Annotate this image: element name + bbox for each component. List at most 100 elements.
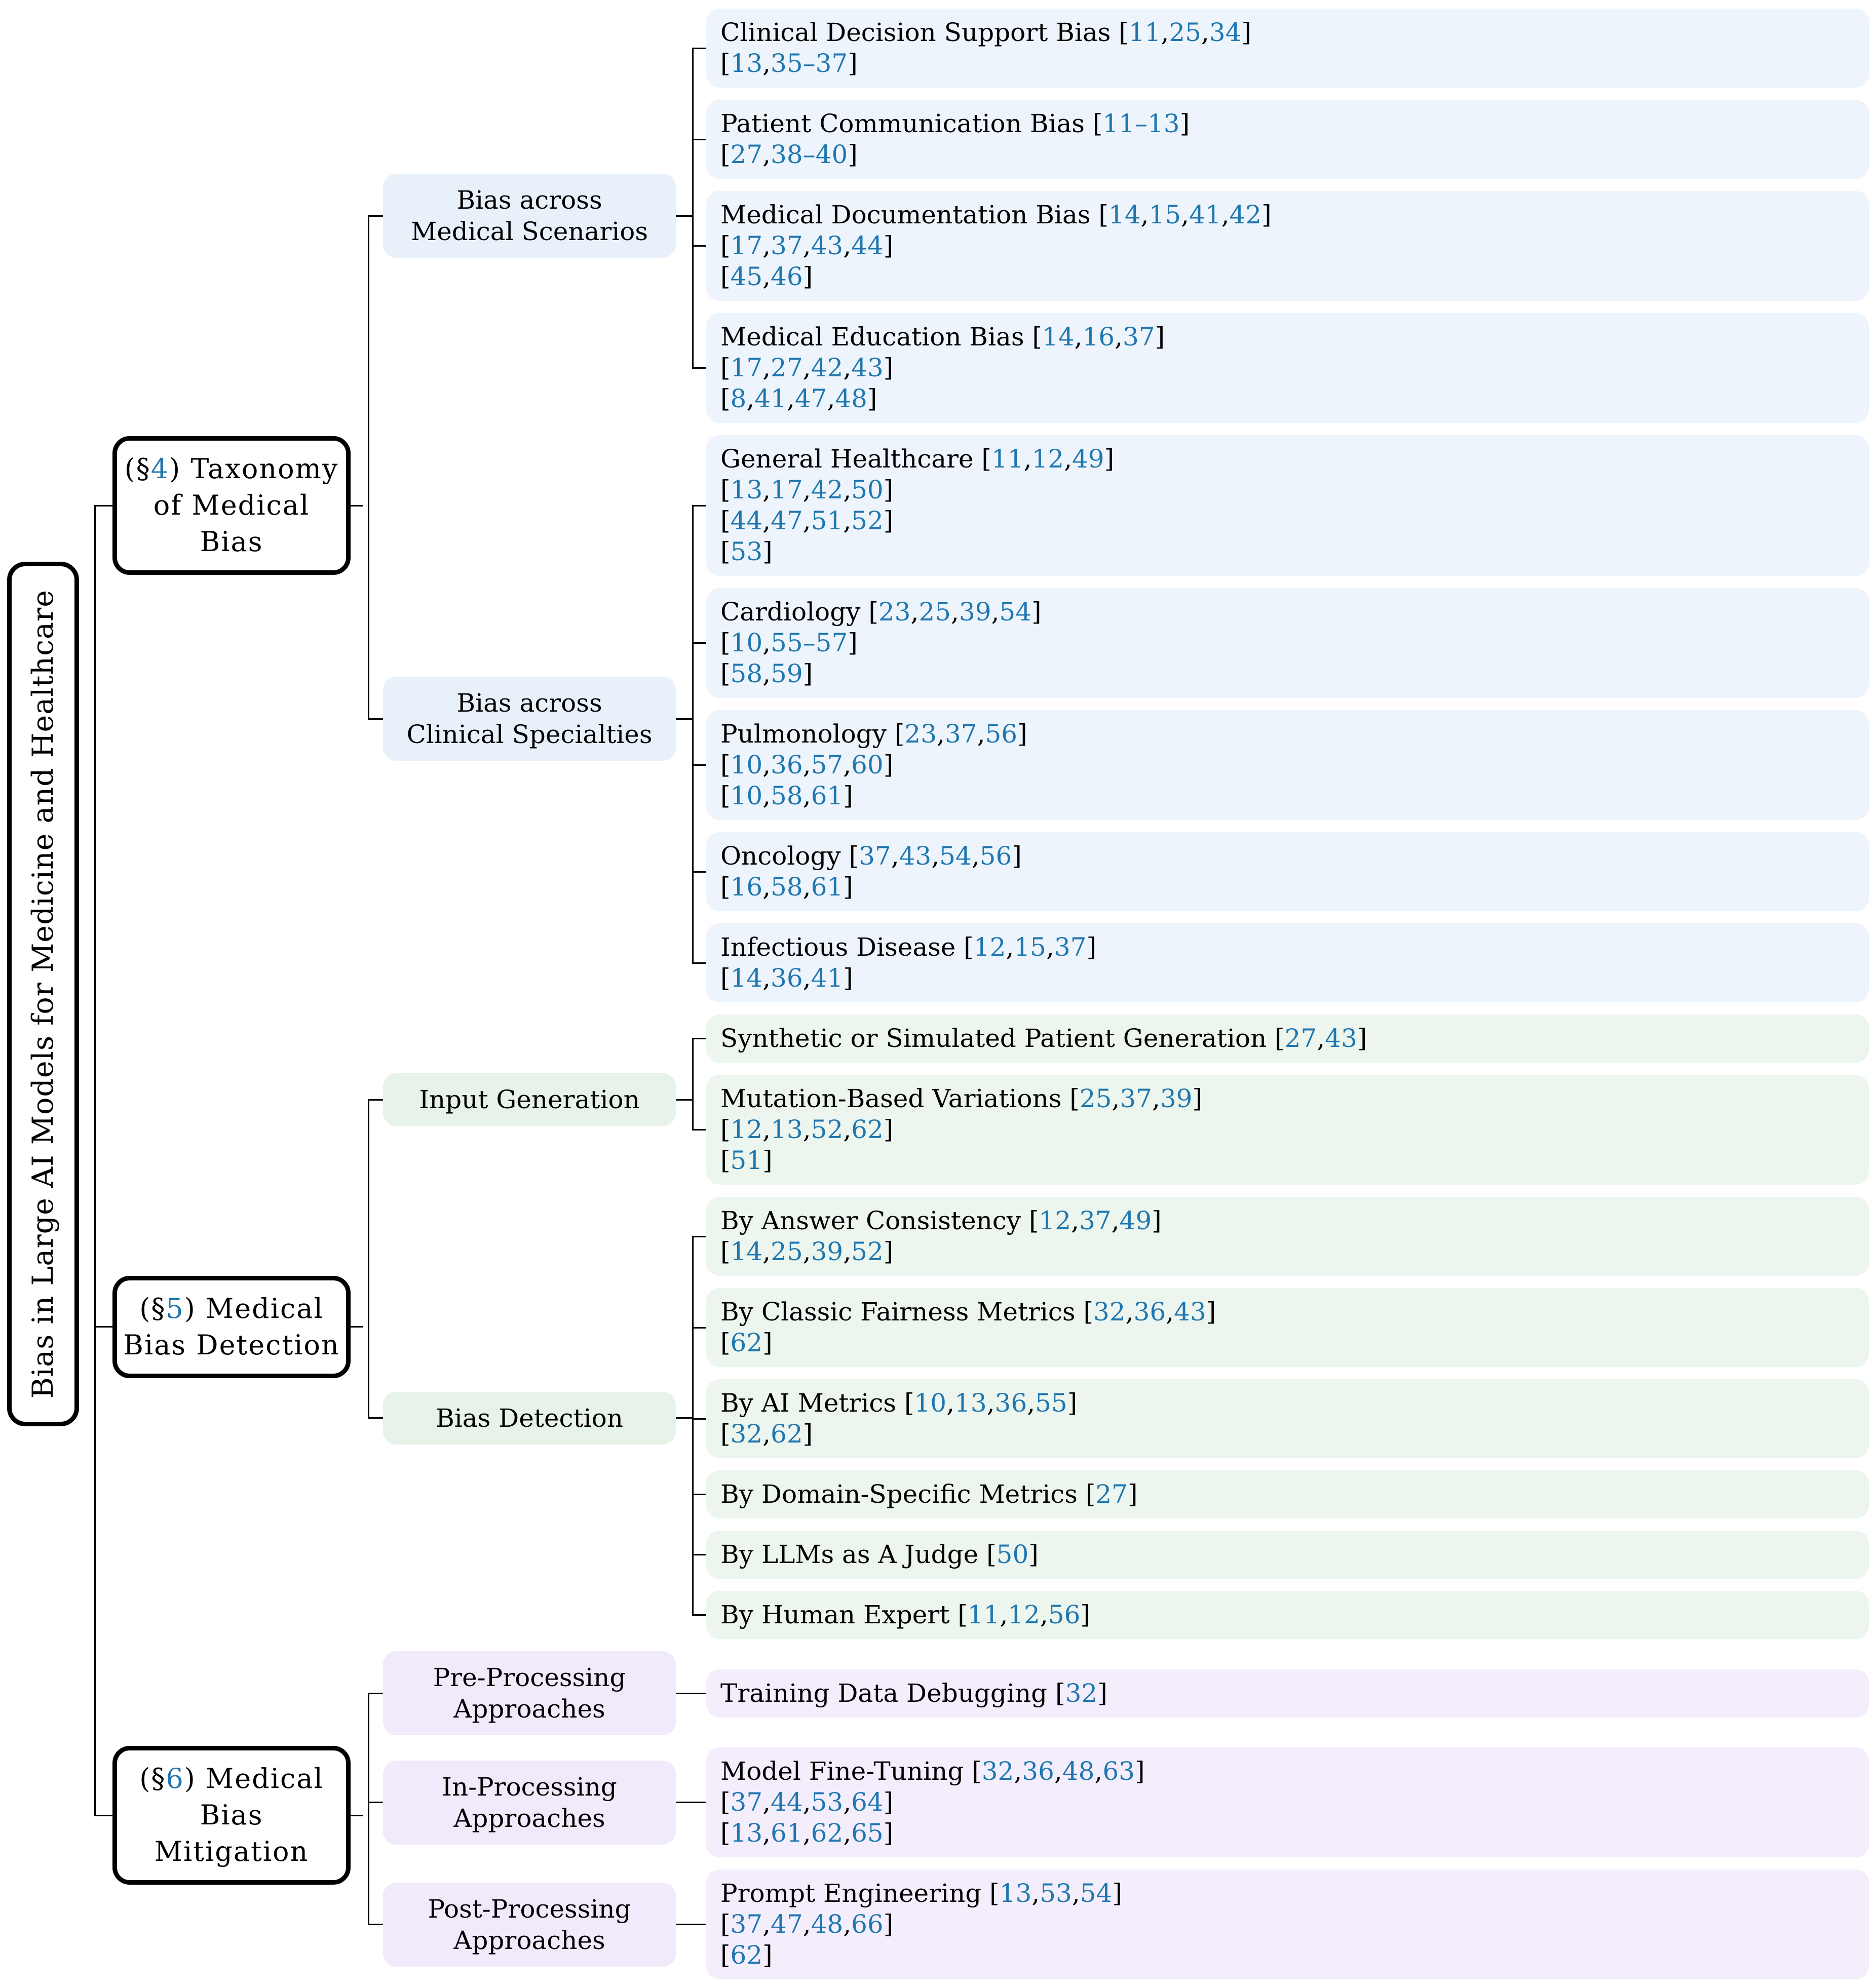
citation-link[interactable]: 51 bbox=[811, 506, 844, 535]
citation-link[interactable]: 12 bbox=[1039, 1206, 1072, 1235]
citation-link[interactable]: 37 bbox=[1122, 322, 1155, 352]
citation-link[interactable]: 23 bbox=[904, 719, 937, 749]
citation-link[interactable]: 39 bbox=[959, 597, 991, 627]
citation-link[interactable]: 14 bbox=[1108, 200, 1141, 229]
citation-link[interactable]: 43 bbox=[1174, 1297, 1206, 1327]
citation-link[interactable]: 41 bbox=[811, 963, 844, 993]
citation-link[interactable]: 52 bbox=[851, 1237, 884, 1266]
citation-link[interactable]: 13 bbox=[730, 49, 763, 78]
citation-link[interactable]: 54 bbox=[1080, 1879, 1113, 1908]
citation-link[interactable]: 53 bbox=[1040, 1879, 1072, 1908]
citation-link[interactable]: 17 bbox=[730, 353, 763, 382]
citation-link[interactable]: 10 bbox=[730, 781, 763, 810]
citation-link[interactable]: 39 bbox=[811, 1237, 844, 1266]
citation-link[interactable]: 32 bbox=[1065, 1678, 1098, 1708]
citation-link[interactable]: 44 bbox=[851, 231, 884, 260]
citation-link[interactable]: 58 bbox=[730, 659, 763, 688]
citation-link[interactable]: 37 bbox=[730, 1909, 763, 1939]
citation-link[interactable]: 32 bbox=[1093, 1297, 1126, 1327]
citation-link[interactable]: 10 bbox=[914, 1388, 947, 1418]
section-number-link[interactable]: 6 bbox=[166, 1763, 184, 1795]
citation-link[interactable]: 12 bbox=[1008, 1600, 1040, 1629]
citation-link[interactable]: 36 bbox=[1022, 1757, 1054, 1786]
citation-link[interactable]: 11 bbox=[991, 444, 1024, 474]
citation-link[interactable]: 12 bbox=[973, 932, 1006, 962]
citation-link[interactable]: 25 bbox=[919, 597, 951, 627]
citation-link[interactable]: 66 bbox=[851, 1909, 884, 1939]
citation-link[interactable]: 50 bbox=[996, 1540, 1029, 1569]
citation-link[interactable]: 62 bbox=[851, 1115, 884, 1144]
citation-link[interactable]: 49 bbox=[1119, 1206, 1152, 1235]
citation-link[interactable]: 65 bbox=[851, 1818, 884, 1848]
citation-link[interactable]: 60 bbox=[851, 750, 884, 779]
citation-link[interactable]: 57 bbox=[811, 750, 844, 779]
citation-link[interactable]: 50 bbox=[851, 475, 884, 504]
section-number-link[interactable]: 4 bbox=[150, 453, 170, 485]
citation-link[interactable]: 13 bbox=[730, 1818, 763, 1848]
citation-link[interactable]: 8 bbox=[730, 384, 747, 413]
citation-link[interactable]: 59 bbox=[771, 659, 803, 688]
citation-link[interactable]: 37 bbox=[859, 841, 891, 871]
citation-link[interactable]: 62 bbox=[730, 1940, 763, 1970]
citation-link[interactable]: 38–40 bbox=[771, 140, 848, 169]
citation-link[interactable]: 14 bbox=[1042, 322, 1075, 352]
citation-link[interactable]: 11 bbox=[1128, 18, 1161, 47]
citation-link[interactable]: 12 bbox=[1031, 444, 1064, 474]
citation-link[interactable]: 44 bbox=[771, 1787, 803, 1817]
citation-link[interactable]: 43 bbox=[1325, 1024, 1357, 1053]
citation-link[interactable]: 36 bbox=[771, 750, 803, 779]
citation-link[interactable]: 25 bbox=[1169, 18, 1201, 47]
citation-link[interactable]: 16 bbox=[1082, 322, 1115, 352]
citation-link[interactable]: 47 bbox=[794, 384, 827, 413]
citation-link[interactable]: 36 bbox=[1133, 1297, 1166, 1327]
citation-link[interactable]: 45 bbox=[730, 262, 763, 291]
citation-link[interactable]: 62 bbox=[811, 1818, 844, 1848]
citation-link[interactable]: 56 bbox=[985, 719, 1018, 749]
citation-link[interactable]: 17 bbox=[771, 475, 803, 504]
citation-link[interactable]: 14 bbox=[730, 1237, 763, 1266]
citation-link[interactable]: 56 bbox=[979, 841, 1012, 871]
citation-link[interactable]: 44 bbox=[730, 506, 763, 535]
citation-link[interactable]: 13 bbox=[730, 475, 763, 504]
citation-link[interactable]: 46 bbox=[771, 262, 803, 291]
citation-link[interactable]: 42 bbox=[811, 353, 844, 382]
citation-link[interactable]: 43 bbox=[851, 353, 884, 382]
citation-link[interactable]: 13 bbox=[999, 1879, 1032, 1908]
citation-link[interactable]: 52 bbox=[811, 1115, 844, 1144]
citation-link[interactable]: 35–37 bbox=[771, 49, 848, 78]
citation-link[interactable]: 56 bbox=[1048, 1600, 1081, 1629]
citation-link[interactable]: 48 bbox=[811, 1909, 844, 1939]
citation-link[interactable]: 37 bbox=[1120, 1084, 1152, 1113]
citation-link[interactable]: 23 bbox=[878, 597, 911, 627]
citation-link[interactable]: 54 bbox=[939, 841, 972, 871]
citation-link[interactable]: 55–57 bbox=[771, 628, 848, 657]
citation-link[interactable]: 27 bbox=[771, 353, 803, 382]
citation-link[interactable]: 41 bbox=[754, 384, 787, 413]
citation-link[interactable]: 51 bbox=[730, 1146, 763, 1175]
citation-link[interactable]: 36 bbox=[995, 1388, 1027, 1418]
citation-link[interactable]: 48 bbox=[835, 384, 867, 413]
citation-link[interactable]: 42 bbox=[811, 475, 844, 504]
citation-link[interactable]: 37 bbox=[730, 1787, 763, 1817]
citation-link[interactable]: 61 bbox=[771, 1818, 803, 1848]
citation-link[interactable]: 27 bbox=[730, 140, 763, 169]
citation-link[interactable]: 13 bbox=[954, 1388, 987, 1418]
citation-link[interactable]: 17 bbox=[730, 231, 763, 260]
citation-link[interactable]: 16 bbox=[730, 872, 763, 902]
citation-link[interactable]: 32 bbox=[981, 1757, 1014, 1786]
citation-link[interactable]: 10 bbox=[730, 628, 763, 657]
citation-link[interactable]: 63 bbox=[1102, 1757, 1135, 1786]
citation-link[interactable]: 62 bbox=[730, 1328, 763, 1357]
citation-link[interactable]: 32 bbox=[730, 1419, 763, 1449]
citation-link[interactable]: 53 bbox=[811, 1787, 844, 1817]
section-number-link[interactable]: 5 bbox=[166, 1292, 184, 1324]
citation-link[interactable]: 12 bbox=[730, 1115, 763, 1144]
citation-link[interactable]: 55 bbox=[1035, 1388, 1067, 1418]
citation-link[interactable]: 58 bbox=[771, 781, 803, 810]
citation-link[interactable]: 53 bbox=[730, 537, 763, 566]
citation-link[interactable]: 58 bbox=[771, 872, 803, 902]
citation-link[interactable]: 49 bbox=[1072, 444, 1104, 474]
citation-link[interactable]: 27 bbox=[1284, 1024, 1317, 1053]
citation-link[interactable]: 61 bbox=[811, 872, 844, 902]
citation-link[interactable]: 52 bbox=[851, 506, 884, 535]
